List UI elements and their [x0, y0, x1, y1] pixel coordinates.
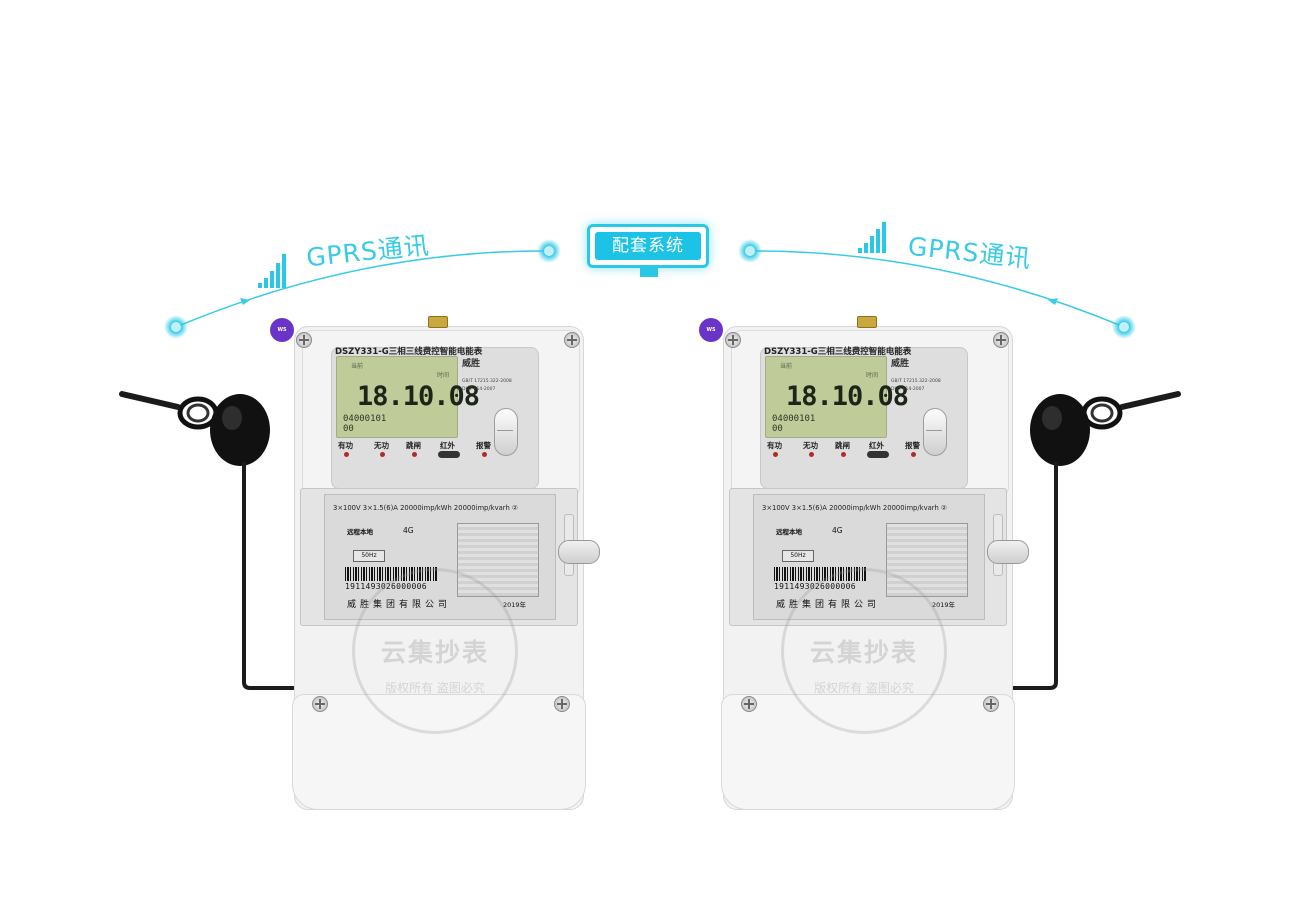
- manufacture-year: 2019年: [932, 601, 956, 609]
- indicator-alarm: 报警: [905, 441, 920, 450]
- cert-line-2: DL/T 614-2007: [891, 387, 925, 392]
- lcd-screen: 当前 时间 18.10.08 04000101 00: [765, 356, 909, 438]
- indicator-trip: 跳闸: [835, 441, 850, 450]
- lcd-reading: 18.10.08: [786, 381, 909, 412]
- infrared-port: [867, 451, 889, 458]
- led-alarm: [482, 452, 487, 457]
- spec-line: 3×100V 3×1.5(6)A 20000imp/kWh 20000imp/k…: [333, 504, 519, 512]
- led-trip: [412, 452, 417, 457]
- screw-bottom-left: [312, 696, 328, 712]
- lcd-label-time: 时间: [866, 372, 879, 379]
- meter-left: WS DSZY331-G三相三线费控智能电能表 当前 时间 18.10.08 0…: [270, 316, 600, 810]
- cert-line-1: GB/T 17215.322-2008: [891, 379, 941, 384]
- led-reactive: [809, 452, 814, 457]
- company-name: 威胜集团有限公司: [776, 600, 881, 610]
- led-reactive: [380, 452, 385, 457]
- infrared-port: [438, 451, 460, 458]
- frequency: 50Hz: [353, 550, 385, 562]
- cert-line-1: GB/T 17215.322-2008: [462, 379, 512, 384]
- barcode: [774, 567, 866, 581]
- led-trip: [841, 452, 846, 457]
- screw-top-left: [296, 332, 312, 348]
- antenna-right: [1006, 391, 1181, 690]
- signal-icon-right: [858, 222, 886, 253]
- frequency: 50Hz: [782, 550, 814, 562]
- screw-bottom-left: [741, 696, 757, 712]
- lcd-code-line1: 04000101: [343, 414, 387, 424]
- system-label: 配套系统: [595, 232, 701, 260]
- led-active: [773, 452, 778, 457]
- lcd-label-time: 时间: [437, 372, 450, 379]
- system-monitor-icon[interactable]: 配套系统: [587, 224, 709, 268]
- indicator-alarm: 报警: [476, 441, 491, 450]
- cert-line-2: DL/T 614-2007: [462, 387, 496, 392]
- seal-screw: [558, 540, 600, 564]
- company-name: 威胜集团有限公司: [347, 600, 452, 610]
- led-alarm: [911, 452, 916, 457]
- network-type: 4G: [403, 526, 414, 535]
- page-button[interactable]: [494, 408, 518, 456]
- brand-badge: WS: [699, 318, 723, 342]
- indicator-infrared: 红外: [440, 441, 455, 450]
- left-link-arc: [175, 250, 550, 328]
- spec-line: 3×100V 3×1.5(6)A 20000imp/kWh 20000imp/k…: [762, 504, 948, 512]
- seal-screw: [987, 540, 1029, 564]
- meter-base: [721, 694, 1015, 810]
- comm-mode: 远程本地: [776, 528, 802, 536]
- page-button[interactable]: [923, 408, 947, 456]
- meter-base: [292, 694, 586, 810]
- screw-top-left: [725, 332, 741, 348]
- indicator-trip: 跳闸: [406, 441, 421, 450]
- meter-right: WS DSZY331-G三相三线费控智能电能表 当前 时间 18.10.08 0…: [699, 316, 1029, 810]
- screw-top-right: [993, 332, 1009, 348]
- brand-logo: 威胜: [462, 359, 481, 369]
- lcd-reading: 18.10.08: [357, 381, 480, 412]
- model-name: DSZY331-G三相三线费控智能电能表: [764, 347, 912, 357]
- lcd-code-line2: 00: [343, 424, 354, 434]
- manufacture-year: 2019年: [503, 601, 527, 609]
- brand-badge: WS: [270, 318, 294, 342]
- signal-icon-left: [258, 254, 286, 288]
- indicator-reactive: 无功: [803, 441, 818, 450]
- lcd-label-current: 当前: [780, 363, 793, 370]
- top-terminal: [857, 316, 877, 328]
- monitor-stand: [640, 268, 658, 277]
- network-type: 4G: [832, 526, 843, 535]
- screw-top-right: [564, 332, 580, 348]
- indicator-reactive: 无功: [374, 441, 389, 450]
- lcd-code-line1: 04000101: [772, 414, 816, 424]
- indicator-infrared: 红外: [869, 441, 884, 450]
- serial-number: 1911493026000006: [345, 582, 427, 591]
- indicator-active: 有功: [767, 441, 782, 450]
- wiring-diagram: [886, 523, 968, 597]
- brand-logo: 威胜: [891, 359, 910, 369]
- right-link-arc: [749, 250, 1125, 328]
- lcd-label-current: 当前: [351, 363, 364, 370]
- nameplate: 3×100V 3×1.5(6)A 20000imp/kWh 20000imp/k…: [753, 494, 985, 620]
- led-active: [344, 452, 349, 457]
- lcd-screen: 当前 时间 18.10.08 04000101 00: [336, 356, 480, 438]
- wiring-diagram: [457, 523, 539, 597]
- nameplate: 3×100V 3×1.5(6)A 20000imp/kWh 20000imp/k…: [324, 494, 556, 620]
- comm-mode: 远程本地: [347, 528, 373, 536]
- screw-bottom-right: [554, 696, 570, 712]
- barcode: [345, 567, 437, 581]
- screw-bottom-right: [983, 696, 999, 712]
- serial-number: 1911493026000006: [774, 582, 856, 591]
- right-arrow: [1048, 298, 1058, 305]
- model-name: DSZY331-G三相三线费控智能电能表: [335, 347, 483, 357]
- lcd-code-line2: 00: [772, 424, 783, 434]
- antenna-left: [119, 391, 300, 690]
- left-arrow: [240, 298, 250, 305]
- top-terminal: [428, 316, 448, 328]
- indicator-active: 有功: [338, 441, 353, 450]
